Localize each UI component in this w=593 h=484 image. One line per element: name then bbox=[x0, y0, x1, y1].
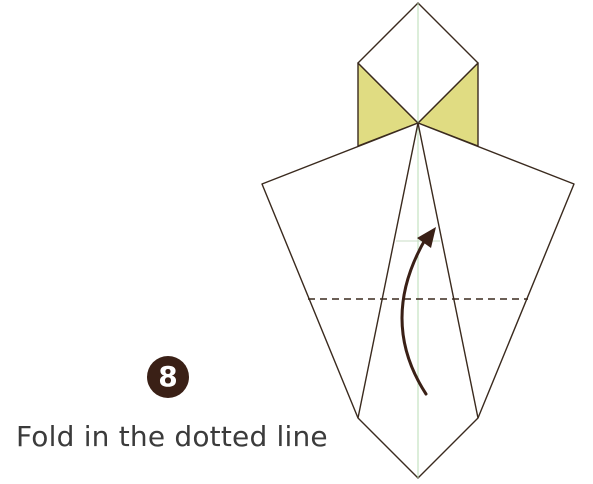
inner-flap-edges bbox=[357, 122, 479, 419]
step-number-badge: 8 bbox=[147, 356, 189, 398]
fold-arrow bbox=[400, 236, 428, 396]
instruction-caption: Fold in the dotted line bbox=[16, 420, 328, 453]
fold-arrow-head bbox=[417, 227, 436, 248]
